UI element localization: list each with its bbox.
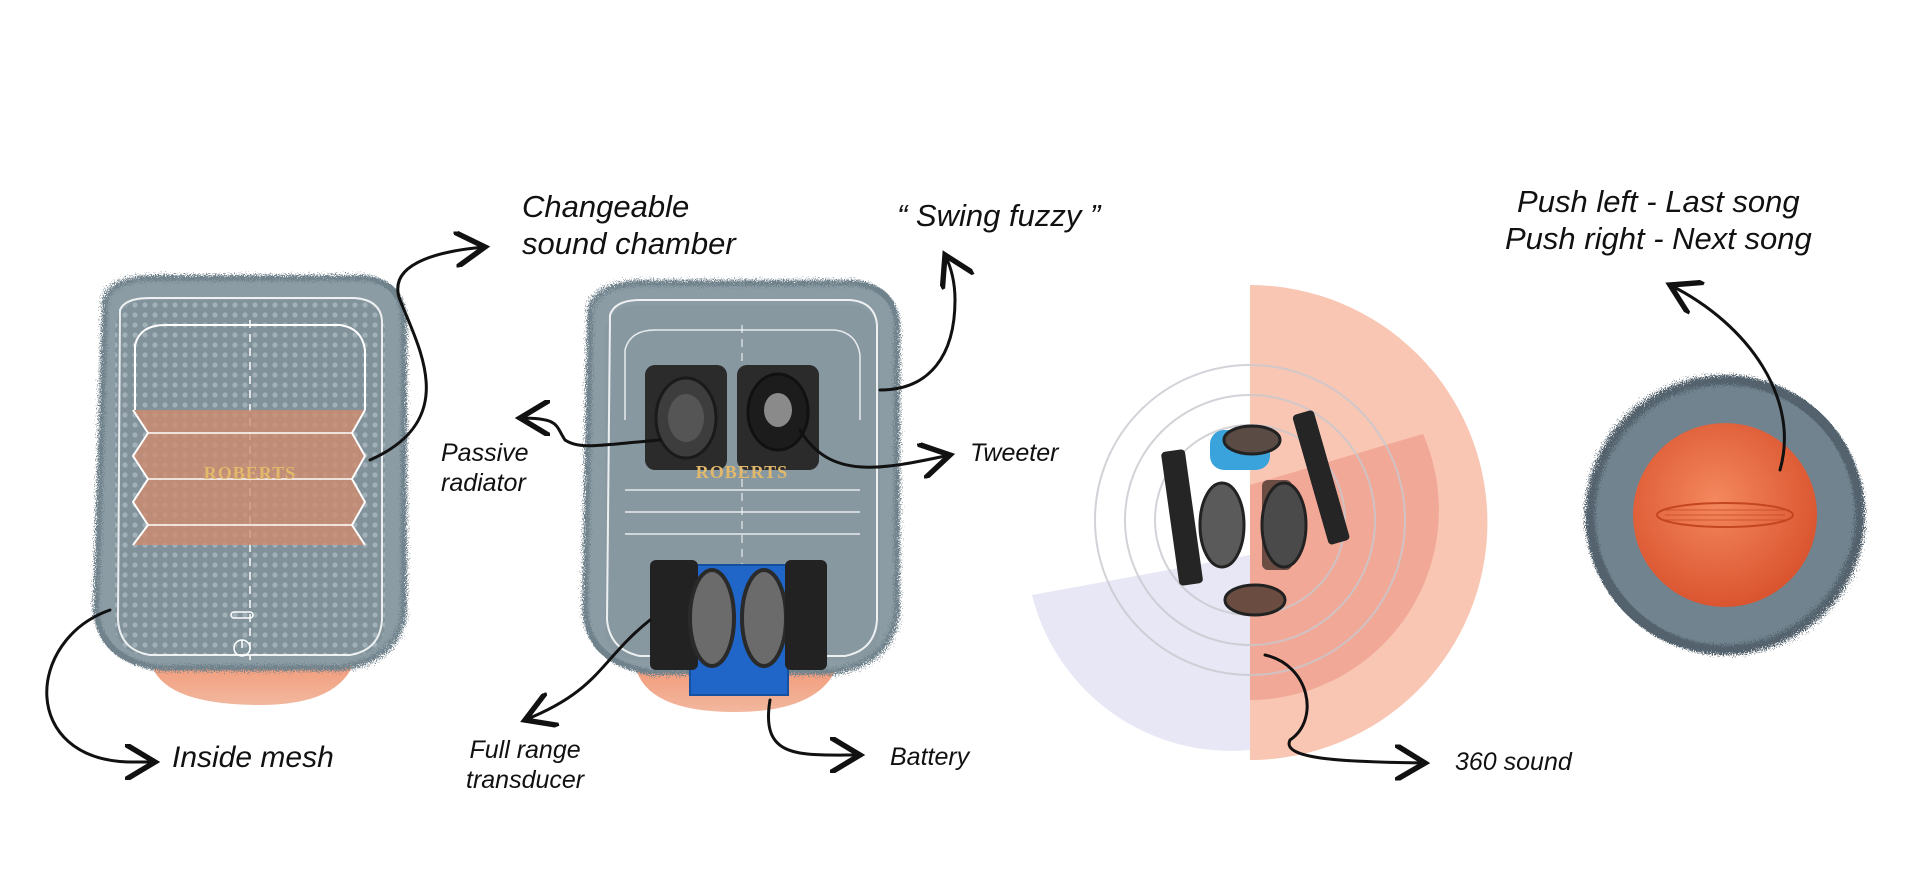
control-knob-view (1585, 375, 1865, 655)
full-range-transducer-icon (650, 560, 827, 670)
arrow-battery (767, 698, 860, 755)
sound-field-main (1250, 285, 1488, 760)
brand-logo: ROBERTS (204, 463, 296, 483)
sound-360-view (1032, 285, 1488, 760)
driver-cluster (1161, 410, 1350, 617)
annotation-arrows (45, 247, 1786, 763)
label-tweeter: Tweeter (970, 439, 1059, 467)
label-inside-mesh: Inside mesh (172, 741, 334, 774)
arrow-swing-fuzzy (878, 255, 955, 392)
arrow-360-sound (1263, 653, 1425, 763)
label-push-controls: Push left - Last song Push right - Next … (1505, 184, 1812, 257)
label-full-range-transducer: Full range transducer (466, 736, 585, 794)
speaker-driver-icon (645, 365, 727, 470)
tweeter-icon (737, 365, 819, 470)
label-swing-fuzzy: “ Swing fuzzy ” (897, 198, 1101, 233)
chamber-bellows (131, 409, 367, 546)
arrow-tweeter (798, 428, 950, 467)
speaker-internals: ROBERTS (581, 280, 900, 712)
sound-field-lavender (1032, 555, 1250, 751)
label-360-sound: 360 sound (1455, 748, 1572, 776)
speaker-inside-mesh: ROBERTS (92, 275, 407, 705)
label-battery: Battery (890, 743, 970, 771)
label-passive-radiator: Passive radiator (441, 439, 529, 497)
arrow-push-controls (1670, 285, 1786, 472)
brand-logo: ROBERTS (696, 462, 788, 482)
arrow-inside-mesh (45, 608, 155, 762)
arrow-passive-radiator (520, 418, 662, 448)
arrow-transducer (525, 618, 652, 720)
speaker-base (150, 660, 355, 705)
arrow-chamber (368, 247, 485, 462)
label-changeable-sound-chamber: Changeable sound chamber (522, 189, 736, 262)
